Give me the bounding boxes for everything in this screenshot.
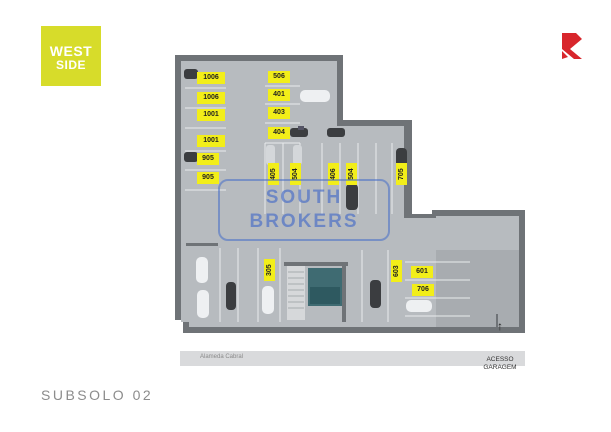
- watermark-line-2: BROKERS: [249, 211, 359, 232]
- logo-line-2: SIDE: [55, 58, 86, 72]
- spot-label: 1001: [197, 135, 225, 147]
- brand-logo-icon: [562, 33, 582, 59]
- floor-title: SUBSOLO 02: [41, 387, 154, 403]
- spot-label: 905: [197, 172, 219, 184]
- spot-label: 401: [268, 89, 290, 101]
- watermark-line-1: SOUTH: [265, 187, 343, 208]
- entry-arrow-icon: ↑: [497, 319, 503, 333]
- spot-label: 603: [391, 260, 402, 282]
- spot-label: 403: [268, 107, 290, 119]
- entry-line-2: GARAGEM: [483, 364, 517, 371]
- spot-label: 1001: [197, 109, 225, 121]
- spot-label: 706: [412, 284, 434, 296]
- logo-line-1: WEST: [49, 43, 93, 59]
- spot-label: 305: [264, 259, 275, 281]
- spot-label: 404: [268, 127, 290, 139]
- spot-label: 705: [396, 163, 407, 185]
- spot-label: 1006: [197, 72, 225, 84]
- spot-label: 905: [197, 153, 219, 165]
- westside-logo: WEST SIDE: [41, 26, 101, 86]
- watermark: SOUTH BROKERS: [218, 179, 390, 241]
- street-name: Alameda Cabral: [200, 354, 244, 360]
- entry-line-1: ACESSO: [486, 356, 514, 363]
- garage-entry-label: ACESSO GARAGEM: [474, 356, 526, 372]
- spot-label: 506: [268, 71, 290, 83]
- street: [180, 351, 525, 366]
- spot-label: 1006: [197, 92, 225, 104]
- spot-label: 601: [411, 266, 433, 278]
